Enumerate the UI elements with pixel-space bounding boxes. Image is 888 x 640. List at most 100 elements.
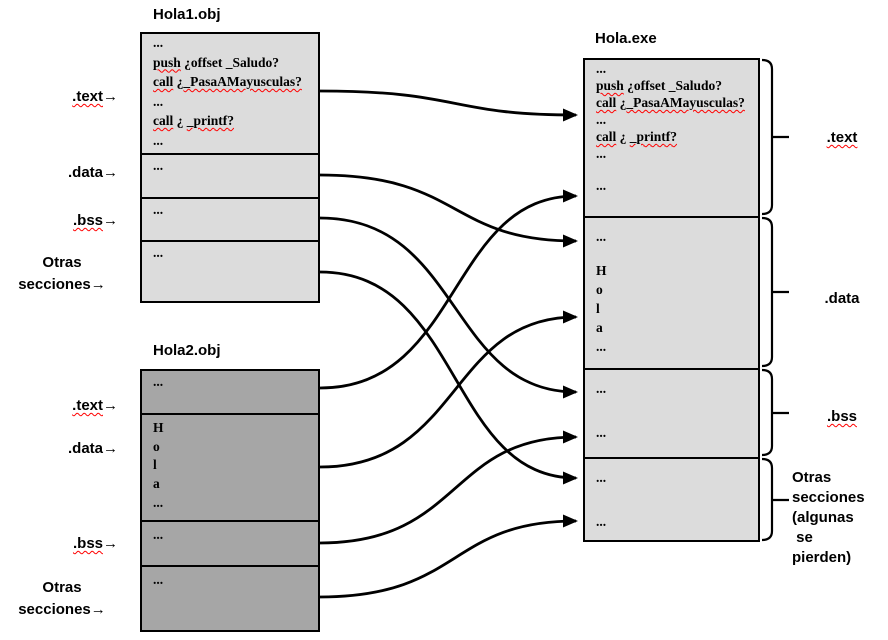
arrow-hola2.data-to-exe.data.1 (319, 310, 578, 469)
code-line: ... (142, 92, 318, 112)
word: ... (596, 470, 607, 485)
arrow-hola1.text-to-exe.text.0 (319, 89, 578, 122)
linker-arrows (319, 89, 578, 599)
word: ... (153, 132, 164, 148)
word: o (153, 438, 160, 454)
code-line: ... (585, 459, 758, 487)
word: a (596, 320, 603, 335)
box-title-hola2: Hola2.obj (153, 342, 221, 359)
section-exe-otras: ...... (585, 457, 758, 542)
section-label-h1-data: .data→ (0, 162, 118, 183)
word: ... (153, 527, 164, 542)
misspelled-word: _PasaAMayusculas? (183, 74, 302, 89)
word: → (103, 212, 118, 229)
code-line: ... (142, 155, 318, 176)
code-line: push ¿offset _Saludo? (585, 77, 758, 94)
word: ... (153, 202, 164, 217)
code-line: o (585, 280, 758, 299)
code-line: ... (142, 369, 318, 392)
word: ... (596, 514, 607, 529)
code-line: ... (585, 423, 758, 442)
code-line: call ¿ _printf? (585, 128, 758, 145)
word: ... (596, 229, 607, 244)
arrow-hola2.bss-to-exe.bss.1 (319, 430, 578, 545)
word: ... (596, 339, 607, 354)
misspelled-word: .text (72, 88, 103, 105)
word: ... (596, 381, 607, 396)
code-line: ... (142, 32, 318, 53)
code-line: ... (585, 111, 758, 128)
word: ... (153, 35, 164, 50)
word: H (596, 263, 607, 278)
misspelled-word: call (596, 95, 617, 110)
section-label-h1-bss: .bss→ (0, 210, 118, 231)
misspelled-word: .bss (826, 408, 857, 425)
word: Otras secciones→ (18, 254, 106, 293)
word: ... (153, 158, 164, 173)
word: ... (153, 93, 164, 109)
word: → (103, 397, 118, 414)
misspelled-word: _PasaAMayusculas? (626, 95, 745, 110)
misspelled-word: push (596, 78, 624, 93)
code-line: call ¿_PasaAMayusculas? (585, 94, 758, 111)
word: ¿ (616, 129, 630, 144)
code-line: ... (585, 58, 758, 77)
section-exe-bss: ...... (585, 368, 758, 457)
word: ... (153, 572, 164, 587)
section-label-r-otras: Otras secciones (algunas se pierden) (792, 468, 888, 568)
code-line: H (585, 261, 758, 280)
misspelled-word: .bss (72, 212, 103, 229)
word: ¿offset _Saludo? (180, 54, 280, 70)
word: → (103, 535, 118, 552)
misspelled-word: .text (72, 397, 103, 414)
code-line: ... (142, 494, 318, 513)
word: ¿ (173, 74, 184, 89)
misspelled-word: _printf? (629, 129, 677, 144)
word: ¿offset _Saludo? (623, 78, 723, 93)
code-line: a (585, 318, 758, 337)
section-label-r-bss: .bss (796, 406, 888, 427)
word: ... (596, 146, 607, 161)
word: H (153, 420, 164, 435)
section-bracket-data (761, 216, 789, 368)
box-title-hola1: Hola1.obj (153, 6, 221, 23)
code-line: ... (142, 242, 318, 263)
section-label-h2-data: .data→ (0, 438, 118, 459)
arrow-hola2.text-to-exe.text.1 (319, 189, 578, 390)
code-line: ... (142, 131, 318, 151)
word: ¿ (616, 95, 627, 110)
section-hola1-data: ... (142, 153, 318, 197)
section-label-r-text: .text (796, 127, 888, 148)
word: ... (596, 61, 607, 76)
word: ... (596, 112, 607, 127)
misspelled-word: _printf? (186, 113, 234, 128)
arrow-hola2.otras-to-exe.otras.1 (319, 514, 578, 599)
section-exe-text: ...push ¿offset _Saludo?call ¿_PasaAMayu… (585, 58, 758, 216)
code-line: ... (142, 199, 318, 220)
code-line: ... (142, 567, 318, 590)
executable-box-hola-exe: ...push ¿offset _Saludo?call ¿_PasaAMayu… (583, 58, 760, 542)
section-hola2-otras: ... (142, 565, 318, 632)
word: l (596, 301, 600, 316)
word: Otras secciones (algunas se pierden) (792, 469, 865, 566)
section-label-h1-otras: Otras secciones→ (0, 252, 124, 296)
code-line: call ¿ _printf? (142, 111, 318, 131)
word: ... (153, 494, 164, 510)
misspelled-word: call (153, 113, 174, 128)
code-line: o (142, 438, 318, 457)
code-line: ... (585, 337, 758, 356)
section-label-h2-text: .text→ (0, 395, 118, 416)
code-line: ... (585, 177, 758, 194)
code-line: ... (585, 512, 758, 531)
object-file-box-hola1: ...push ¿offset _Saludo?call ¿_PasaAMayu… (140, 32, 320, 303)
arrow-hola1.data-to-exe.data.0 (319, 173, 578, 248)
word: ... (596, 425, 607, 440)
word: .data (824, 290, 860, 307)
section-hola2-text: ... (142, 369, 318, 413)
arrow-hola1.otras-to-exe.otras.0 (319, 270, 578, 485)
word: → (103, 88, 118, 105)
arrow-hola1.bss-to-exe.bss.0 (319, 216, 578, 399)
